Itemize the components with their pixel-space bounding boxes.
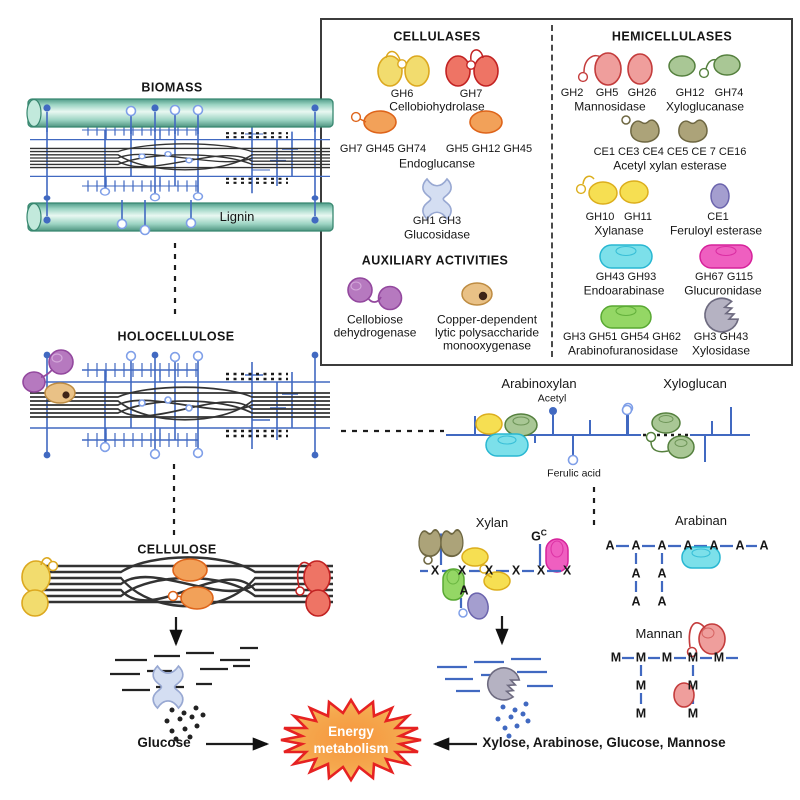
lpmo-icon — [461, 282, 493, 306]
arabinofuranosidase-on-xylan — [442, 568, 465, 601]
mannan-diagram — [622, 622, 738, 708]
lignin-rod-bottom — [27, 202, 334, 232]
legend-divider — [551, 25, 553, 357]
xylosidase-icon — [699, 293, 742, 338]
endoglucanase-on-cellulose — [167, 558, 214, 610]
xylanase-on-xylan — [461, 547, 511, 591]
cellooligosaccharide-fragments — [110, 646, 258, 692]
xyloglucanase-on-xyloglucan — [645, 412, 695, 459]
cellulose-diagram — [21, 556, 335, 617]
glucosidase-releasing-glucose — [152, 665, 206, 742]
cellobiose-dehydrogenase-icon — [347, 277, 403, 311]
ferulic-acid-dot — [567, 454, 579, 466]
endoglucanase-icon-left — [350, 110, 397, 134]
glucuronidase-icon — [699, 244, 753, 269]
acetyl-xylan-esterase-on-xylan — [418, 529, 464, 565]
legend-icons — [347, 49, 753, 338]
biomass-diagram — [26, 98, 334, 236]
arabinofuranosidase-on-arabinoxylan — [504, 413, 538, 437]
energy-metabolism-starburst — [280, 697, 422, 783]
endoarabinase-on-arabinoxylan — [485, 433, 529, 457]
xylanase-icon — [575, 175, 649, 205]
lignin-rod-top — [27, 98, 334, 128]
glucuronidase-on-xylan — [545, 538, 569, 573]
feruloyl-esterase-on-xylan — [458, 592, 489, 620]
endoarabinase-icon — [599, 244, 653, 269]
arabinan-diagram — [616, 544, 757, 592]
holocellulose-diagram — [22, 349, 330, 458]
xylosidase-releasing-sugars — [482, 662, 531, 739]
gh7-cellobiohydrolase-icon — [445, 49, 499, 87]
endoglucanase-icon-right — [469, 110, 503, 134]
arabinofuranosidase-icon — [600, 305, 652, 329]
cellobiose-dehydrogenase-on-fiber — [22, 349, 74, 393]
connector-lines — [169, 243, 596, 751]
mannosidase-on-mannan — [673, 622, 726, 708]
glucose-dots — [164, 705, 206, 742]
gh6-cellobiohydrolase-icon — [377, 50, 430, 87]
mannosidase-icon — [577, 52, 653, 86]
xylanase-on-arabinoxylan — [475, 413, 503, 435]
lpmo-on-fiber — [44, 382, 76, 404]
arabinoxylan-diagram — [446, 402, 634, 466]
endoarabinase-on-arabinan — [681, 546, 721, 569]
sugar-dots — [495, 701, 531, 739]
acetyl-group-dot — [549, 407, 557, 415]
feruloyl-esterase-icon — [710, 183, 730, 209]
gh7-cellobiohydrolase-on-cellulose — [295, 560, 331, 617]
gh6-cellobiohydrolase-on-cellulose — [21, 557, 59, 617]
xylan-diagram — [418, 529, 569, 620]
xyloglucanase-icon — [668, 54, 741, 79]
acetyl-xylan-esterase-icon — [621, 115, 708, 143]
glucosidase-icon — [422, 178, 452, 220]
xyloglucan-diagram — [600, 404, 750, 462]
